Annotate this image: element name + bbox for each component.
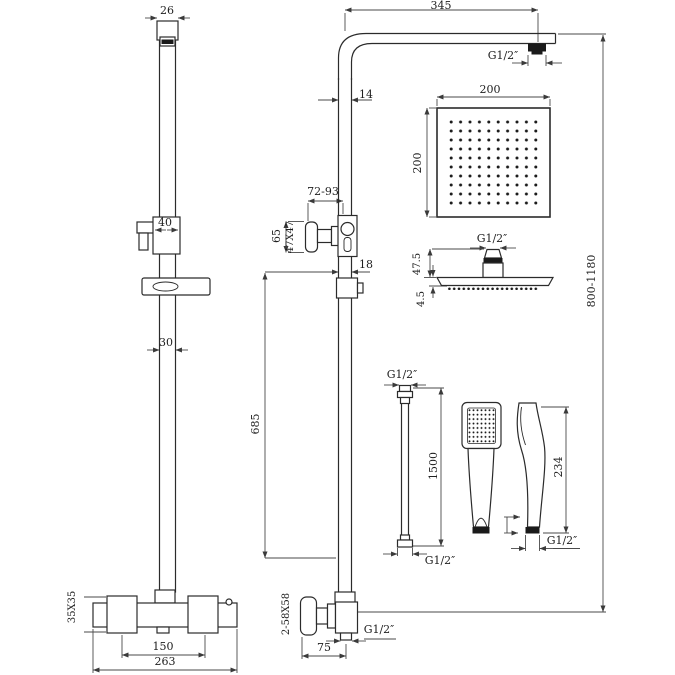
- dim-label-arm-length: 345: [430, 0, 452, 12]
- dim-label-lower-pipe-width: 18: [359, 258, 373, 271]
- dim-label-head-height: 200: [411, 152, 424, 174]
- bracket-knob: [340, 221, 355, 237]
- lower-pipe-collar: [334, 591, 356, 604]
- bottom-outlet-nub: [339, 632, 353, 641]
- slider-lever-handle: [138, 232, 149, 251]
- dim-label-head-width: 200: [479, 83, 501, 96]
- dim-label-riser-length: 685: [249, 413, 262, 435]
- head-nozzle-row: [447, 286, 539, 291]
- thread-label-hose-top: G1/2″: [386, 368, 418, 381]
- dim-label-pipe-width: 14: [359, 88, 373, 101]
- dim-label-connector-height: 47.5: [412, 252, 423, 276]
- shower-head-front-view: [436, 107, 551, 218]
- dim-label-bracket-plate: 47X47: [285, 220, 296, 254]
- head-fitting-ring: [483, 258, 503, 263]
- dim-label-slider-width: 40: [158, 216, 172, 229]
- riser-side-view: [299, 32, 557, 641]
- valve-right-handle: [187, 595, 219, 634]
- hose-top-nut: [398, 384, 412, 393]
- dim-label-wall-plates: 2-58X58: [281, 592, 292, 636]
- shower-head-side-view: [435, 248, 555, 291]
- soap-dish-slot: [152, 281, 179, 292]
- wall-plate-flange: [299, 596, 318, 636]
- rail-cap-clamp-band: [161, 39, 174, 44]
- rail-bottom-collar: [154, 589, 176, 604]
- bracket-slot: [343, 237, 352, 252]
- arm-outlet-nozzle: [528, 43, 546, 52]
- handset-side-view: [516, 402, 546, 534]
- wall-inlet-nut: [326, 603, 337, 629]
- handset-profile: [516, 402, 546, 528]
- dim-label-handle-size: 35X35: [67, 590, 78, 624]
- arm-outlet-thread: [531, 51, 543, 55]
- slide-rail: [158, 39, 177, 593]
- slider-block: [152, 216, 181, 255]
- handset-face-edge: [520, 406, 526, 446]
- shower-arm-outer: [337, 32, 556, 80]
- thread-label-handset: G1/2″: [546, 534, 578, 547]
- handset-inlet: [472, 527, 490, 534]
- handset-handle: [467, 447, 495, 528]
- dim-label-bracket-height: 65: [270, 229, 283, 243]
- thread-label-arm-outlet: G1/2″: [487, 49, 519, 62]
- dimension-lines: [84, 7, 606, 673]
- dim-label-valve-width: 263: [154, 655, 176, 668]
- valve-button: [225, 598, 233, 606]
- hose-top-neck: [399, 396, 411, 405]
- head-connector-block: [482, 262, 504, 279]
- dim-label-plate-thickness: 4.5: [416, 291, 427, 307]
- dim-label-handle-spacing: 150: [152, 640, 174, 653]
- head-swivel-fitting: [483, 248, 503, 259]
- wall-bracket-arm: [316, 228, 333, 244]
- handset-front-view: [461, 401, 502, 534]
- handset-face-grid: [467, 407, 496, 444]
- handset-inlet-side: [525, 527, 540, 534]
- handset-holder-tab: [356, 282, 364, 294]
- dim-label-rail-width: 30: [159, 336, 173, 349]
- wall-inlet-connector: [315, 607, 329, 625]
- bottom-tee-block: [334, 601, 359, 634]
- hose-bottom-nut: [396, 539, 414, 548]
- hose-drawing: [396, 384, 414, 548]
- valve-bottom-outlet: [156, 626, 170, 634]
- dim-label-handset-height: 234: [552, 456, 565, 478]
- handset-handle-arch: [474, 517, 488, 528]
- hose-top-ferrule: [396, 390, 414, 399]
- shower-arm-inner: [350, 42, 556, 80]
- dim-label-overall-height: 800-1180: [585, 254, 598, 308]
- thread-label-bottom-outlet: G1/2″: [363, 623, 395, 636]
- valve-left-handle: [106, 595, 138, 634]
- head-nozzle-grid: [446, 117, 541, 208]
- thread-label-hose-bottom: G1/2″: [424, 554, 456, 567]
- dim-label-bracket-range: 72-93: [307, 185, 339, 198]
- hose-bottom-neck: [399, 534, 411, 541]
- dim-label-cap-width: 26: [160, 4, 174, 17]
- rail-front-view: [92, 20, 238, 634]
- soap-dish: [141, 277, 211, 296]
- dim-label-hose-length: 1500: [427, 452, 440, 480]
- head-plate-side: [435, 276, 555, 287]
- dim-label-wall-offset: 75: [317, 641, 331, 654]
- thread-label-head: G1/2″: [476, 232, 508, 245]
- wall-bracket-flange: [304, 221, 319, 253]
- handset-holder-block: [335, 277, 359, 299]
